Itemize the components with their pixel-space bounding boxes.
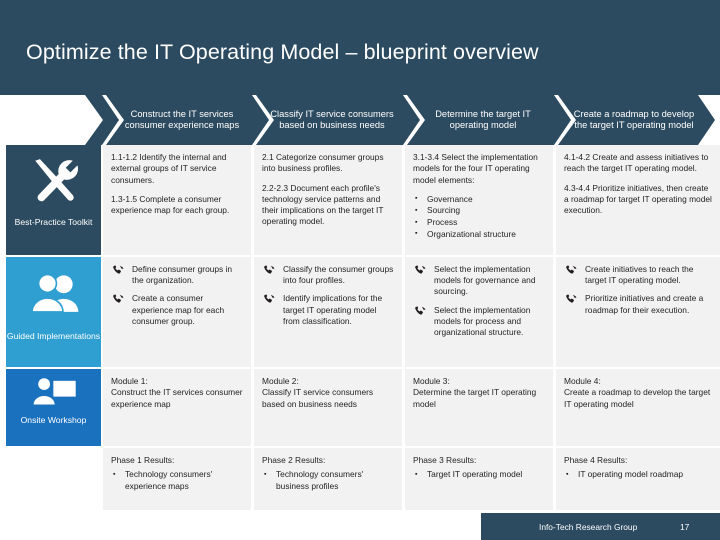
guided-call-list: Create initiatives to reach the target I… [564, 264, 712, 316]
workshop-cell-phase4: Module 4: Create a roadmap to develop th… [556, 369, 720, 446]
header-band [0, 0, 720, 95]
results-title: Phase 1 Results: [111, 455, 175, 465]
results-list: Technology consumers' experience maps [111, 469, 243, 492]
phone-icon [565, 293, 578, 306]
sidebar-item-label: Best-Practice Toolkit [14, 217, 93, 227]
list-item: Define consumer groups in the organizati… [111, 264, 243, 286]
guided-call-text: Prioritize initiatives and create a road… [585, 293, 704, 315]
guided-cell-phase2: Classify the consumer groups into four p… [254, 257, 402, 367]
toolkit-cell-phase1: 1.1-1.2 Identify the internal and extern… [103, 145, 251, 255]
module-title: Module 4: [564, 376, 601, 386]
phase-label-2: Classify IT service consumers based on b… [270, 108, 394, 131]
list-item: Governance [413, 193, 545, 206]
module-title: Module 3: [413, 376, 450, 386]
module-body: Create a roadmap to develop the target I… [564, 387, 711, 409]
guided-call-list: Select the implementation models for gov… [413, 264, 545, 338]
results-list: Target IT operating model [413, 469, 545, 481]
results-list: Technology consumers' business profiles [262, 469, 394, 492]
list-item: Target IT operating model [413, 469, 545, 481]
sidebar-item-label: Guided Implementations [6, 331, 101, 341]
guided-call-text: Create initiatives to reach the target I… [585, 264, 694, 286]
guided-call-list: Classify the consumer groups into four p… [262, 264, 394, 327]
sidebar-item-label: Onsite Workshop [20, 415, 87, 425]
guided-call-text: Classify the consumer groups into four p… [283, 264, 394, 286]
results-title: Phase 3 Results: [413, 455, 477, 465]
results-cell-phase1: Phase 1 Results: Technology consumers' e… [103, 448, 251, 510]
results-cell-phase4: Phase 4 Results: IT operating model road… [556, 448, 720, 510]
toolkit-step: 4.3-4.4 Prioritize initiatives, then cre… [564, 182, 712, 216]
guided-call-list: Define consumer groups in the organizati… [111, 264, 243, 327]
guided-cell-phase1: Define consumer groups in the organizati… [103, 257, 251, 367]
workshop-cell-phase3: Module 3: Determine the target IT operat… [405, 369, 553, 446]
page-number: 17 [680, 521, 690, 532]
list-item: Select the implementation models for gov… [413, 264, 545, 298]
list-item: Technology consumers' experience maps [111, 469, 243, 492]
phone-icon [565, 264, 578, 277]
guided-cell-phase4: Create initiatives to reach the target I… [556, 257, 720, 367]
toolkit-step: 1.1-1.2 Identify the internal and extern… [111, 152, 227, 185]
toolkit-cell-phase4: 4.1-4.2 Create and assess initiatives to… [556, 145, 720, 255]
footer-bar: Info-Tech Research Group 17 [481, 513, 720, 540]
results-list: IT operating model roadmap [564, 469, 712, 481]
company-name: Info-Tech Research Group [539, 521, 638, 532]
list-item: Identify implications for the target IT … [262, 293, 394, 327]
toolkit-cell-phase3: 3.1-3.4 Select the implementation models… [405, 145, 553, 255]
people-group-icon [6, 257, 101, 331]
guided-cell-phase3: Select the implementation models for gov… [405, 257, 553, 367]
phone-icon [263, 264, 276, 277]
phase-label-4: Create a roadmap to develop the target I… [573, 108, 695, 131]
module-body: Construct the IT services consumer exper… [111, 387, 243, 409]
workshop-cell-phase1: Module 1: Construct the IT services cons… [103, 369, 251, 446]
toolkit-step: 1.3-1.5 Complete a consumer experience m… [111, 193, 230, 216]
phone-icon [112, 264, 125, 277]
list-item: Prioritize initiatives and create a road… [564, 293, 712, 315]
workshop-cell-phase2: Module 2: Classify IT service consumers … [254, 369, 402, 446]
tools-icon [6, 145, 101, 217]
list-item: Technology consumers' business profiles [262, 469, 394, 492]
chevron-start-cap [0, 95, 103, 145]
list-item: Select the implementation models for pro… [413, 305, 545, 339]
phone-icon [112, 293, 125, 306]
guided-call-text: Identify implications for the target IT … [283, 293, 383, 326]
list-item: Create a consumer experience map for eac… [111, 293, 243, 327]
guided-call-text: Define consumer groups in the organizati… [132, 264, 233, 286]
sidebar-item-best-practice-toolkit: Best-Practice Toolkit [6, 145, 101, 255]
module-body: Determine the target IT operating model [413, 387, 537, 409]
results-title: Phase 4 Results: [564, 455, 628, 465]
guided-call-text: Select the implementation models for gov… [434, 264, 536, 297]
toolkit-cell-phase2: 2.1 Categorize consumer groups into busi… [254, 145, 402, 255]
toolkit-step: 4.1-4.2 Create and assess initiatives to… [564, 152, 709, 174]
sidebar-item-onsite-workshop: Onsite Workshop [6, 369, 101, 446]
phase-label-3: Determine the target IT operating model [435, 108, 531, 131]
list-item: Create initiatives to reach the target I… [564, 264, 712, 286]
list-item: Classify the consumer groups into four p… [262, 264, 394, 286]
results-cell-phase3: Phase 3 Results: Target IT operating mod… [405, 448, 553, 510]
toolkit-step: 2.1 Categorize consumer groups into busi… [262, 152, 384, 174]
phone-icon [414, 305, 427, 318]
results-title: Phase 2 Results: [262, 455, 326, 465]
sidebar-item-guided-implementations: Guided Implementations [6, 257, 101, 367]
presenter-icon [6, 369, 101, 415]
phone-icon [414, 264, 427, 277]
toolkit-element-list: Governance Sourcing Process Organization… [413, 193, 545, 241]
toolkit-step: 2.2-2.3 Document each profile's technolo… [262, 182, 384, 227]
guided-call-text: Select the implementation models for pro… [434, 304, 531, 338]
module-title: Module 2: [262, 376, 299, 386]
phone-icon [263, 293, 276, 306]
list-item: Process [413, 217, 545, 229]
toolkit-step: 3.1-3.4 Select the implementation models… [413, 152, 538, 185]
list-item: IT operating model roadmap [564, 469, 712, 481]
module-title: Module 1: [111, 376, 148, 386]
list-item: Sourcing [413, 205, 545, 217]
results-cell-phase2: Phase 2 Results: Technology consumers' b… [254, 448, 402, 510]
guided-call-text: Create a consumer experience map for eac… [132, 293, 225, 326]
phase-label-1: Construct the IT services consumer exper… [124, 108, 240, 131]
module-body: Classify IT service consumers based on b… [262, 387, 374, 409]
page-title: Optimize the IT Operating Model – bluepr… [26, 40, 539, 64]
list-item: Organizational structure [413, 228, 545, 241]
